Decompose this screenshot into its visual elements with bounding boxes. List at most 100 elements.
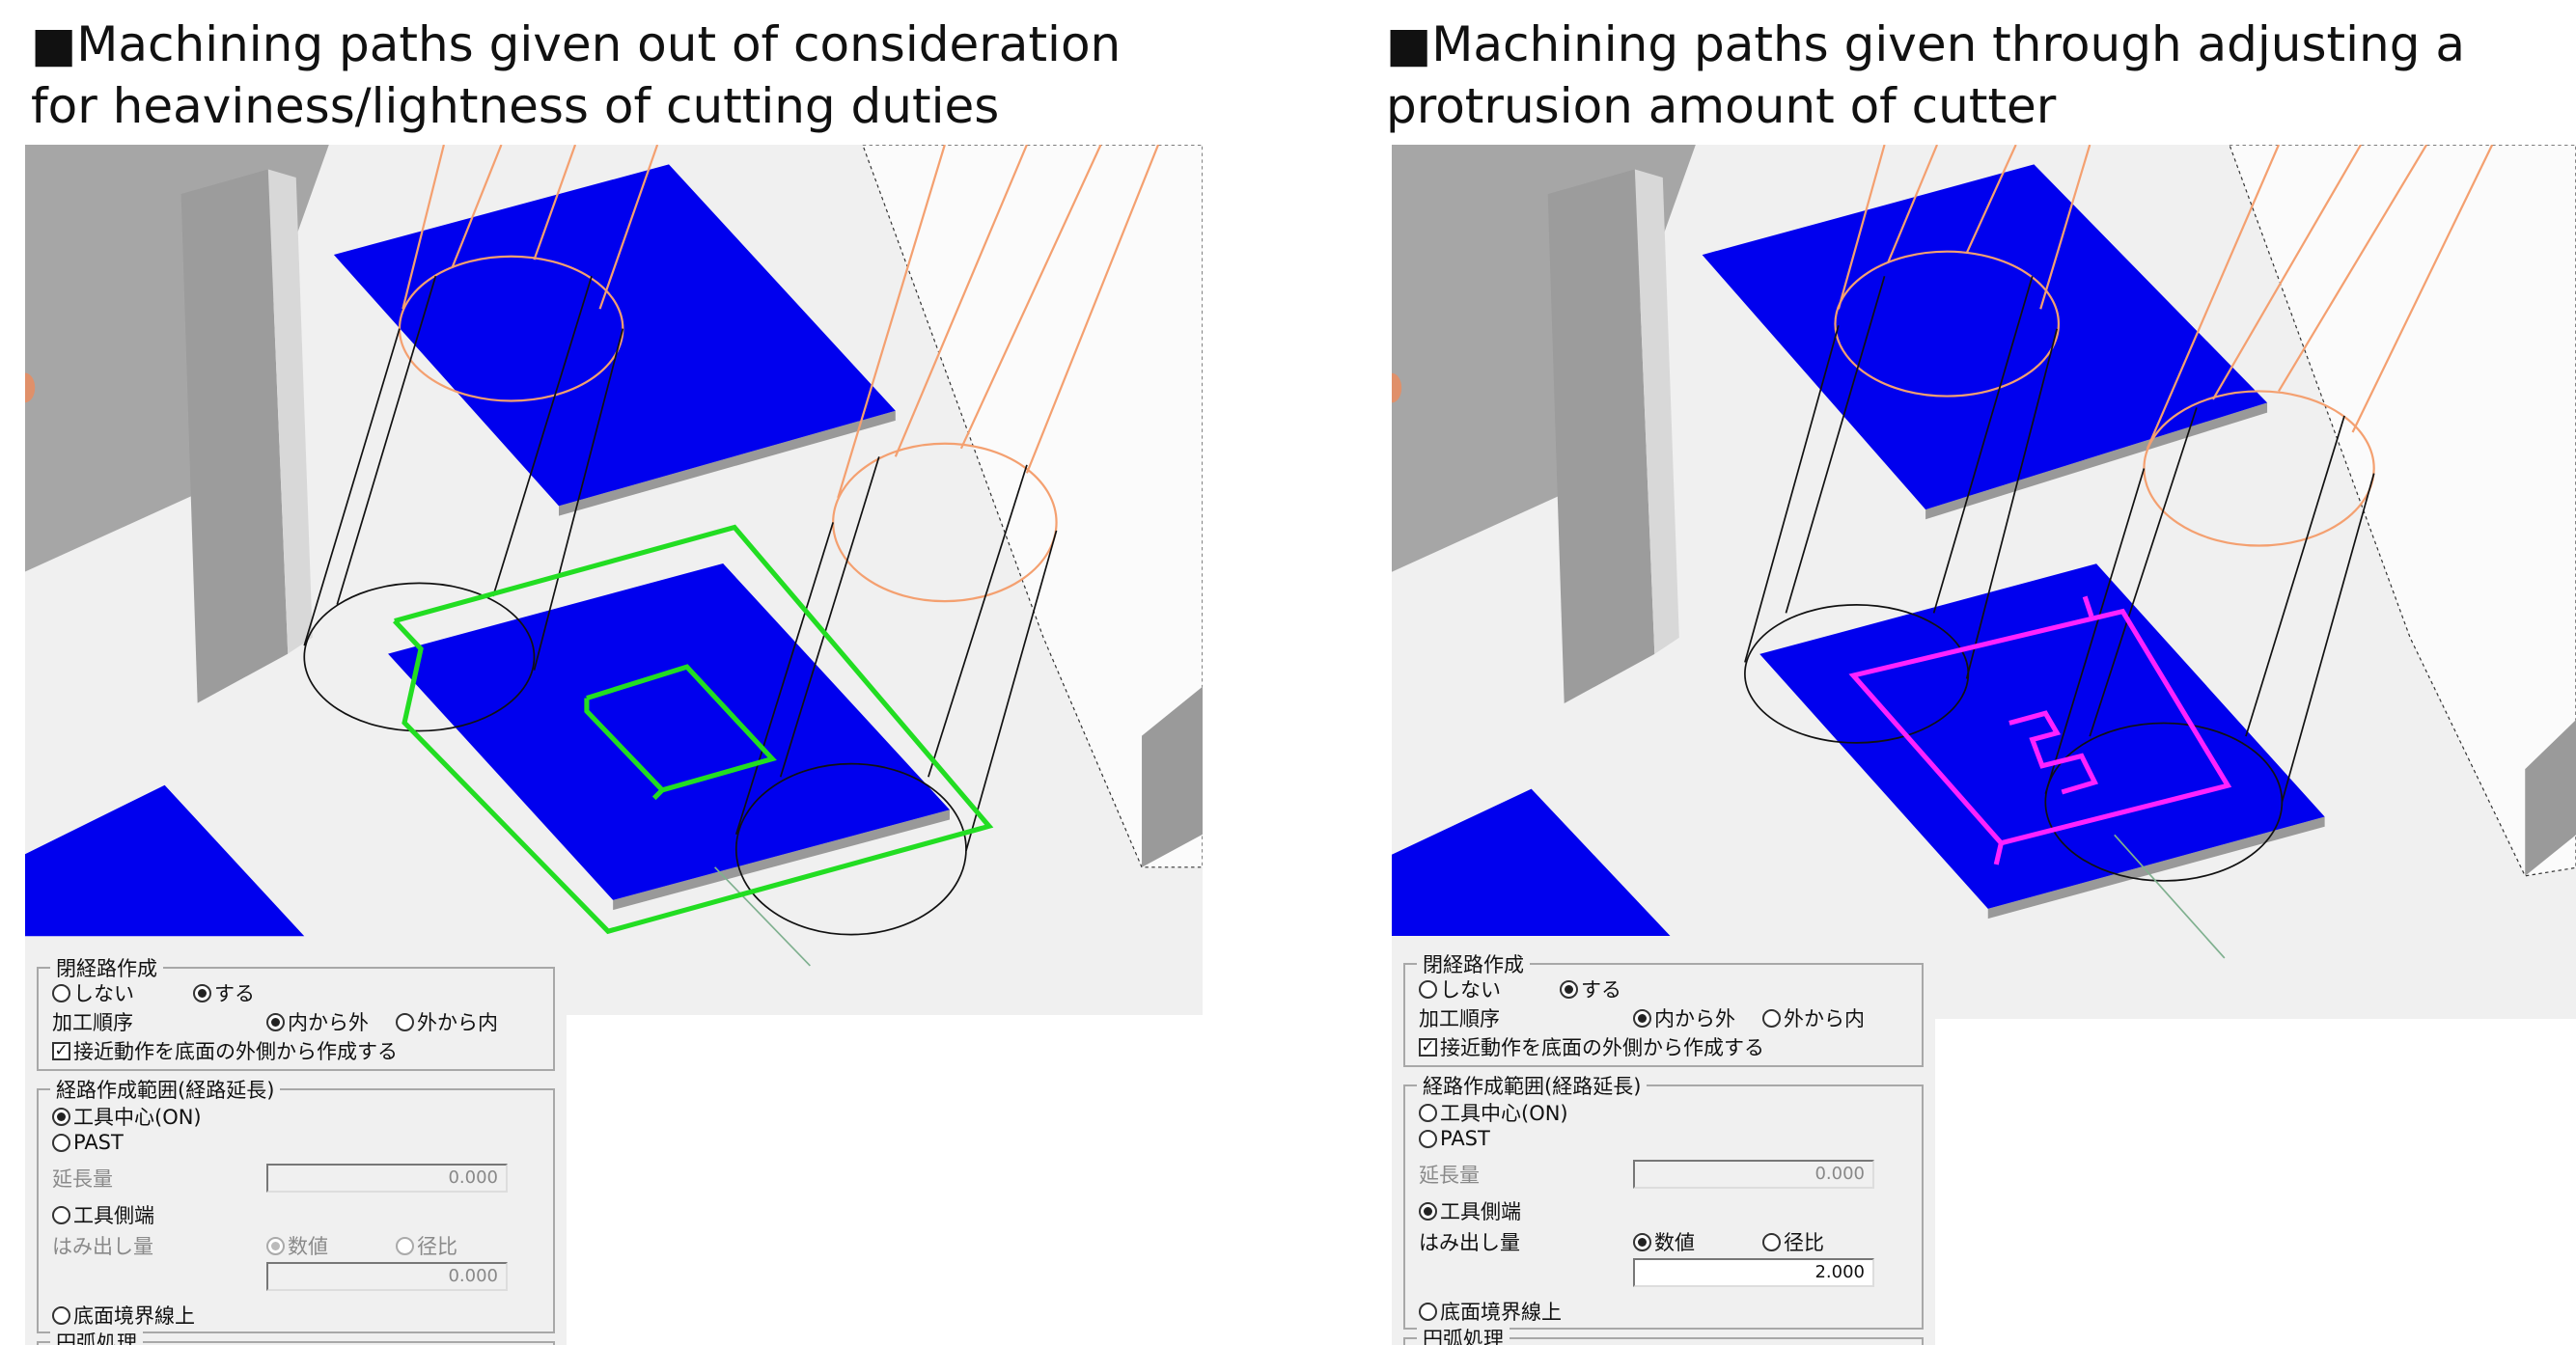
marker-icon bbox=[25, 372, 36, 403]
extension-input[interactable]: 0.000 bbox=[1633, 1160, 1874, 1189]
wall bbox=[180, 169, 289, 703]
arc-legend: 円弧処理 bbox=[50, 1328, 143, 1345]
radio-inner-out[interactable]: 内から外 bbox=[266, 1007, 369, 1036]
radio-past-label: PAST bbox=[73, 1131, 124, 1154]
checkmark-icon: ✓ bbox=[1419, 1037, 1437, 1057]
approach-checkbox-label: 接近動作を底面の外側から作成する bbox=[1440, 1036, 1764, 1059]
tool-black bbox=[303, 275, 1058, 936]
radio-ratio-label: 径比 bbox=[417, 1235, 457, 1258]
plate-shadow bbox=[613, 810, 950, 911]
radio-tool-center-label: 工具中心(ON) bbox=[1440, 1102, 1568, 1125]
radio-icon bbox=[52, 983, 70, 1002]
tool-path-lead bbox=[1993, 842, 2004, 865]
approach-checkbox[interactable]: ✓接近動作を底面の外側から作成する bbox=[52, 1036, 398, 1065]
marker-icon bbox=[1392, 372, 1402, 403]
tool-path-inner bbox=[2008, 710, 2099, 795]
extension-input[interactable]: 0.000 bbox=[266, 1164, 508, 1193]
radio-icon bbox=[396, 1012, 414, 1031]
tool-path-outer bbox=[1848, 608, 2232, 846]
left-3d-viewport[interactable] bbox=[25, 145, 1203, 1015]
radio-icon bbox=[396, 1236, 414, 1255]
radio-no-label: しない bbox=[73, 982, 134, 1005]
radio-no[interactable]: しない bbox=[52, 978, 134, 1007]
wall bbox=[267, 169, 313, 654]
radio-outer-in-label: 外から内 bbox=[1784, 1007, 1865, 1030]
radio-inner-out[interactable]: 内から外 bbox=[1633, 1003, 1735, 1032]
radio-numeric[interactable]: 数値 bbox=[1633, 1227, 1695, 1256]
radio-icon bbox=[1419, 1103, 1437, 1122]
wall bbox=[1142, 686, 1203, 867]
approach-checkbox[interactable]: ✓接近動作を底面の外側から作成する bbox=[1419, 1032, 1764, 1061]
radio-outer-in[interactable]: 外から内 bbox=[396, 1007, 498, 1036]
radio-no[interactable]: しない bbox=[1419, 974, 1501, 1003]
wall bbox=[2229, 145, 2576, 877]
radio-tool-side[interactable]: 工具側端 bbox=[52, 1200, 154, 1229]
open-path-legend: 閉経路作成 bbox=[1417, 949, 1530, 978]
radio-ratio[interactable]: 径比 bbox=[396, 1231, 457, 1260]
radio-icon bbox=[52, 1107, 70, 1126]
tool-path-outer bbox=[392, 524, 994, 935]
radio-past[interactable]: PAST bbox=[52, 1131, 124, 1154]
protrude-input[interactable]: 0.000 bbox=[266, 1262, 508, 1291]
range-group: 経路作成範囲(経路延長) 工具中心(ON) PAST 延長量 0.000 工具側… bbox=[1403, 1071, 1924, 1330]
radio-numeric[interactable]: 数値 bbox=[266, 1231, 328, 1260]
radio-inner-out-label: 内から外 bbox=[1654, 1007, 1735, 1030]
radio-numeric-label: 数値 bbox=[288, 1235, 328, 1258]
radio-no-label: しない bbox=[1440, 978, 1501, 1002]
plate-corner bbox=[1392, 788, 1672, 937]
order-label: 加工順序 bbox=[1419, 1007, 1500, 1030]
axis-line bbox=[2114, 834, 2226, 959]
radio-icon bbox=[52, 1305, 70, 1325]
radio-icon bbox=[1419, 1201, 1437, 1221]
radio-past[interactable]: PAST bbox=[1419, 1127, 1490, 1150]
plate-corner bbox=[25, 784, 305, 937]
radio-icon bbox=[1419, 1129, 1437, 1148]
radio-ratio[interactable]: 径比 bbox=[1762, 1227, 1824, 1256]
range-group: 経路作成範囲(経路延長) 工具中心(ON) PAST 延長量 0.000 工具側… bbox=[37, 1075, 555, 1333]
range-legend: 経路作成範囲(経路延長) bbox=[1417, 1071, 1648, 1100]
radio-outer-in[interactable]: 外から内 bbox=[1762, 1003, 1865, 1032]
radio-outer-in-label: 外から内 bbox=[417, 1011, 498, 1034]
plate-shadow bbox=[558, 410, 896, 516]
protrude-label: はみ出し量 bbox=[1419, 1231, 1520, 1254]
tool-black bbox=[1744, 276, 2375, 882]
radio-icon bbox=[1633, 1232, 1651, 1251]
radio-tool-center[interactable]: 工具中心(ON) bbox=[52, 1102, 202, 1131]
radio-yes[interactable]: する bbox=[193, 978, 255, 1007]
radio-numeric-label: 数値 bbox=[1654, 1231, 1695, 1254]
radio-tool-center[interactable]: 工具中心(ON) bbox=[1419, 1098, 1568, 1127]
tool-path-inner bbox=[584, 664, 777, 793]
radio-icon bbox=[266, 1012, 285, 1031]
left-path-settings-dialog: 閉経路作成 しない する 加工順序 内から外 外から内 ✓接近動作を底面の外側か… bbox=[25, 940, 567, 1345]
right-title: ■Machining paths given through adjusting… bbox=[1386, 14, 2465, 137]
radio-icon bbox=[1762, 1232, 1781, 1251]
approach-checkbox-label: 接近動作を底面の外側から作成する bbox=[73, 1040, 398, 1063]
radio-boundary-label: 底面境界線上 bbox=[1440, 1301, 1562, 1324]
radio-boundary[interactable]: 底面境界線上 bbox=[52, 1301, 195, 1330]
axis-line bbox=[714, 866, 811, 967]
protrude-label: はみ出し量 bbox=[52, 1235, 153, 1258]
open-path-group: 閉経路作成 しない する 加工順序 内から外 外から内 ✓接近動作を底面の外側か… bbox=[37, 953, 555, 1071]
radio-icon bbox=[52, 1205, 70, 1224]
plate-bottom bbox=[388, 563, 950, 900]
extension-label: 延長量 bbox=[52, 1167, 113, 1191]
order-label: 加工順序 bbox=[52, 1011, 133, 1034]
radio-boundary-label: 底面境界線上 bbox=[73, 1304, 195, 1328]
protrude-input[interactable]: 2.000 bbox=[1633, 1258, 1874, 1287]
arc-group: 円弧処理 bbox=[37, 1328, 555, 1345]
radio-yes[interactable]: する bbox=[1560, 974, 1621, 1003]
wall bbox=[2525, 720, 2576, 876]
radio-ratio-label: 径比 bbox=[1784, 1231, 1824, 1254]
radio-icon bbox=[1419, 979, 1437, 999]
radio-icon bbox=[52, 1133, 70, 1152]
radio-icon bbox=[193, 983, 211, 1002]
right-title-line2: protrusion amount of cutter bbox=[1386, 78, 2057, 134]
radio-tool-side-label: 工具側端 bbox=[1440, 1200, 1521, 1223]
radio-icon bbox=[1762, 1008, 1781, 1028]
right-3d-viewport[interactable] bbox=[1392, 145, 2576, 1019]
arc-legend: 円弧処理 bbox=[1417, 1324, 1510, 1345]
radio-inner-out-label: 内から外 bbox=[288, 1011, 369, 1034]
radio-past-label: PAST bbox=[1440, 1127, 1490, 1150]
radio-tool-side[interactable]: 工具側端 bbox=[1419, 1196, 1521, 1225]
radio-boundary[interactable]: 底面境界線上 bbox=[1419, 1297, 1562, 1326]
